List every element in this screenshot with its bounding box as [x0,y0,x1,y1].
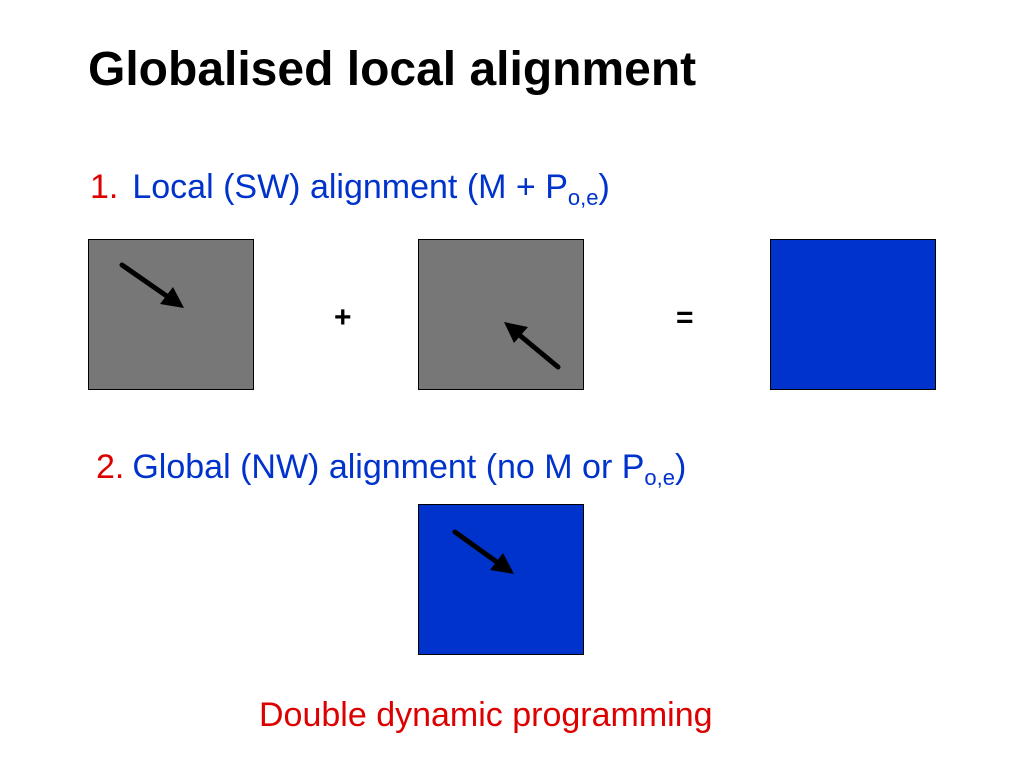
backward-matrix-box [418,239,584,390]
point-number: 2. [96,448,125,486]
combined-matrix-box [770,239,936,390]
point-local-alignment: 1. Local (SW) alignment (M + Po,e) [90,168,610,208]
plus-operator: + [334,301,352,334]
point-text: Local (SW) alignment (M + P [132,168,568,206]
arrow-up-left-icon [504,322,561,370]
global-matrix-box [418,504,584,655]
arrow-down-right-icon [119,262,184,308]
point-number: 1. [90,168,119,206]
point-global-alignment: 2.Global (NW) alignment (no M or Po,e) [96,448,687,488]
point-subscript: o,e [644,465,675,490]
equals-operator: = [676,301,694,334]
point-suffix: ) [675,448,687,486]
slide-title: Globalised local alignment [88,43,697,96]
arrow-down-right-icon [452,529,514,574]
point-text: Global (NW) alignment (no M or P [132,448,645,486]
point-suffix: ) [598,168,610,206]
point-subscript: o,e [567,185,599,210]
forward-matrix-box [88,239,254,390]
footer-caption: Double dynamic programming [259,696,713,734]
